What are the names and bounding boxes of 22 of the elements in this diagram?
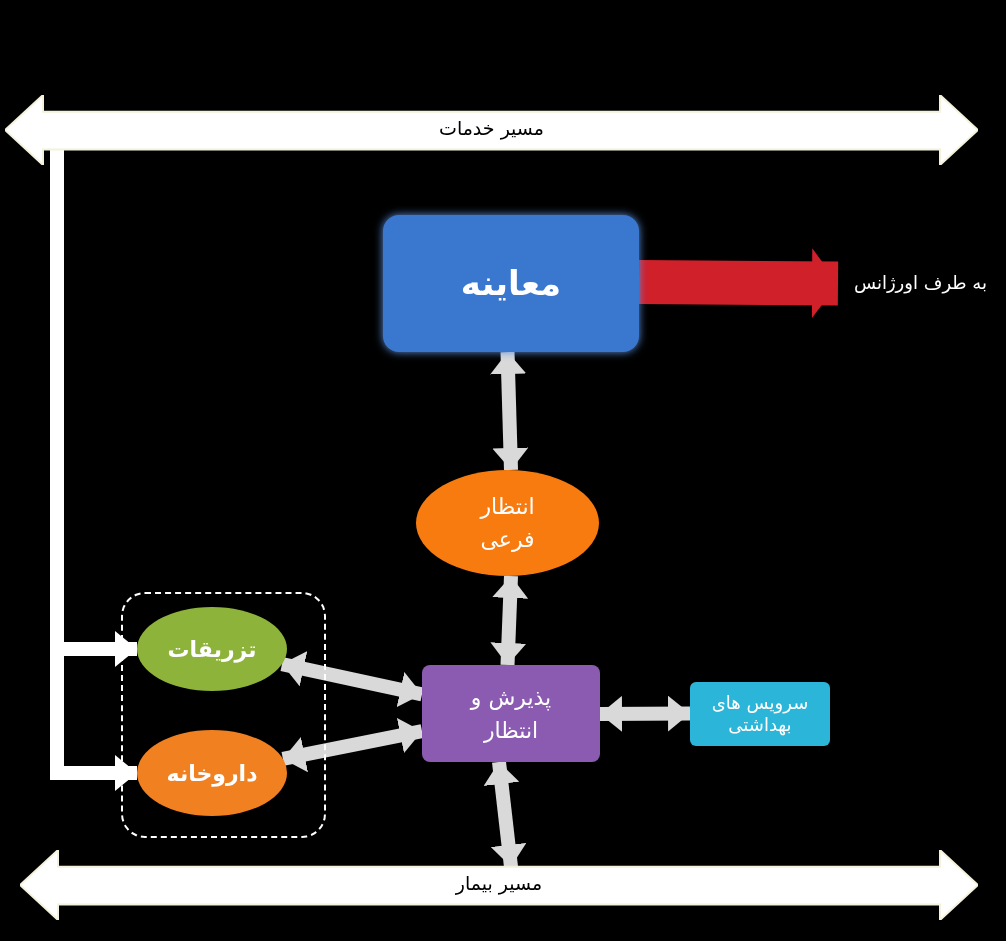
node-label: معاینه [459, 262, 563, 305]
double-arrow [483, 761, 527, 868]
double-arrow [599, 695, 691, 732]
node-label: سرویس های بهداشتی [710, 691, 810, 737]
node-label: مسیر بیمار [454, 870, 544, 897]
node-label: به طرف اورژانس [852, 270, 989, 296]
process-box [690, 682, 830, 746]
double-arrow [280, 651, 424, 708]
arrow [638, 248, 839, 319]
node-label: انتظار فرعی [478, 493, 536, 554]
double-arrow [281, 717, 424, 773]
double-arrow [490, 575, 529, 666]
double-arrow [490, 351, 529, 471]
double-arrow-band [20, 850, 978, 920]
node-label: داروخانه [165, 759, 259, 789]
node-label: تزریقات [166, 635, 258, 665]
node-label: پذیرش و انتظار [468, 683, 553, 745]
group-box [121, 592, 326, 838]
double-arrow-band [5, 95, 978, 165]
process-box [383, 215, 639, 352]
process-box [422, 665, 600, 762]
node-label: مسیر خدمات [438, 115, 545, 142]
